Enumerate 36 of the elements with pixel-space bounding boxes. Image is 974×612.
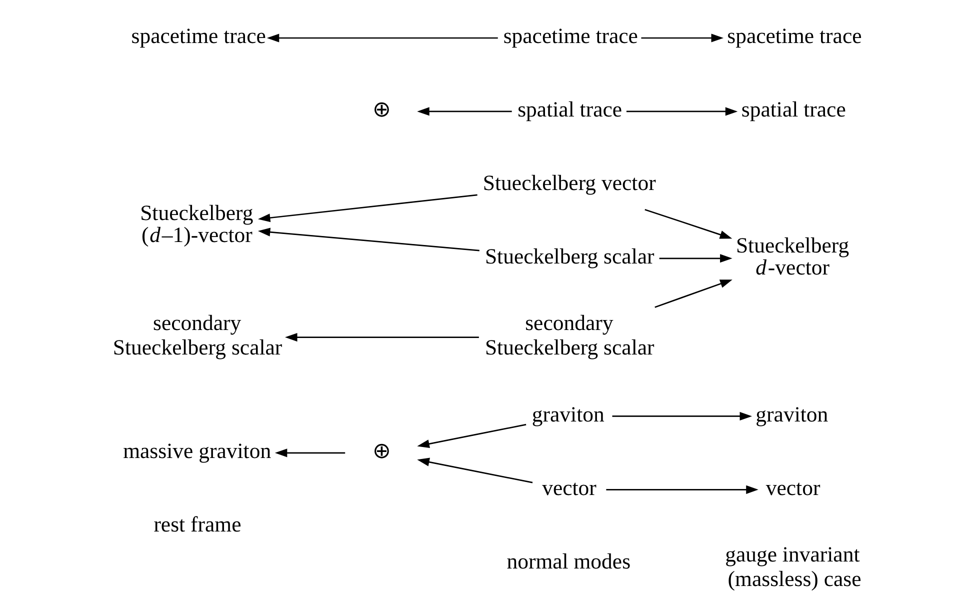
arrow: [417, 107, 512, 116]
node-text: vector: [766, 476, 820, 500]
arrow: [274, 448, 346, 458]
label: rest frame: [154, 512, 242, 537]
arrow: [417, 458, 533, 484]
node-text: massive graviton: [123, 439, 272, 464]
node-text: spacetime trace: [727, 24, 862, 48]
arrow: [285, 333, 479, 342]
arrow: [626, 107, 738, 116]
arrow: [417, 424, 526, 448]
node-text: ⊕: [372, 98, 391, 122]
node-text: graviton: [756, 402, 828, 426]
node-text: vector: [542, 476, 596, 500]
node-text: spacetime trace: [503, 24, 638, 48]
arrow: [654, 280, 732, 308]
arrow: [266, 34, 498, 42]
arrow: [644, 208, 732, 239]
node-text: Stueckelberg d-vector: [736, 234, 850, 280]
arrow: [641, 34, 724, 42]
label: gauge invariant (massless) case: [725, 542, 862, 591]
node-text: spatial trace: [741, 98, 846, 122]
arrow: [606, 485, 758, 494]
arrow: [258, 194, 478, 222]
node-text: ⊕: [372, 439, 391, 464]
node-text: graviton: [532, 402, 604, 426]
node-text: spacetime trace: [131, 24, 266, 48]
node-text: spatial trace: [518, 98, 622, 122]
node-text: Stueckelberg scalar: [484, 244, 654, 269]
node-text: Stueckelberg vector: [482, 171, 656, 196]
node-text: secondary Stueckelberg scalar: [484, 311, 654, 360]
node-text: Stueckelberg (d–1)-vector: [140, 201, 254, 247]
arrow: [258, 228, 480, 252]
label: normal modes: [506, 549, 631, 574]
arrow: [659, 254, 732, 263]
arrow: [612, 412, 752, 420]
node-text: secondary Stueckelberg scalar: [112, 311, 282, 360]
